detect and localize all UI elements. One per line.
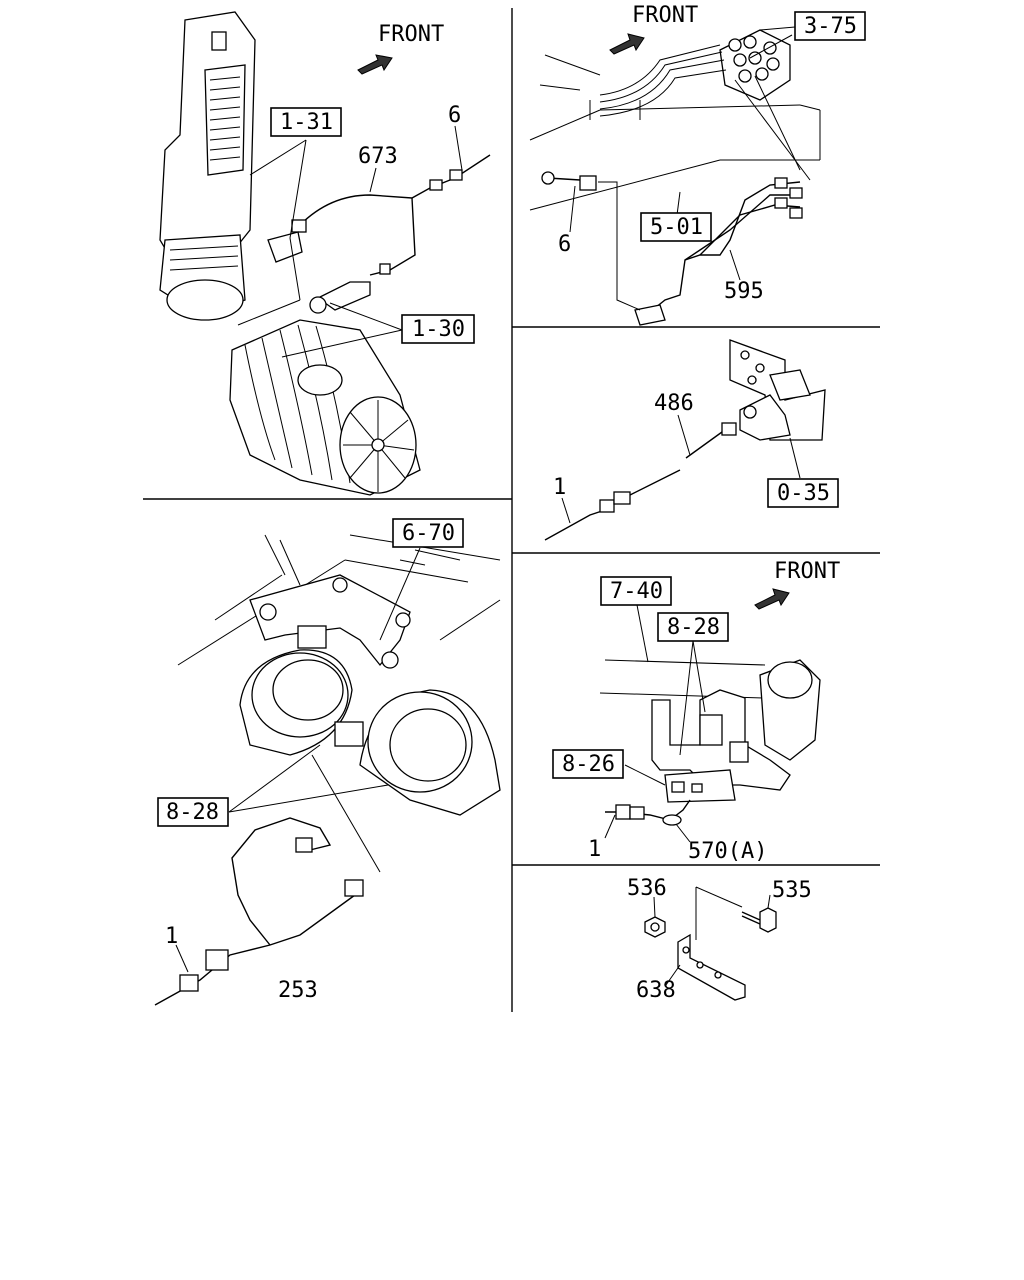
front-label: FRONT: [378, 22, 444, 47]
part-label-595: 595: [724, 279, 764, 304]
harness-486: [544, 431, 723, 541]
horn-bracket: [249, 574, 411, 669]
part-label-1: 1: [553, 475, 566, 500]
ref-box-8-28: 8-28: [157, 797, 229, 827]
part-label-535: 535: [772, 878, 812, 903]
valve-block: [719, 29, 791, 101]
svg-text:3-75: 3-75: [804, 14, 857, 39]
front-label: FRONT: [632, 3, 698, 28]
part-label-638: 638: [636, 978, 676, 1003]
ref-box-1-30: 1-30: [401, 314, 475, 344]
ref-box-7-40: 7-40: [600, 576, 672, 606]
leaders-bottom-right: [653, 886, 771, 986]
part-label-673: 673: [358, 144, 398, 169]
harness-570a: [605, 799, 691, 826]
svg-text:5-01: 5-01: [650, 215, 703, 240]
svg-text:0-35: 0-35: [777, 481, 830, 506]
ref-box-3-75: 3-75: [794, 11, 866, 41]
front-arrow-icon: [357, 54, 393, 75]
part-label-570a: 570(A): [688, 839, 767, 864]
front-label: FRONT: [774, 559, 840, 584]
svg-text:1-30: 1-30: [412, 317, 465, 342]
front-arrow-icon: [609, 33, 645, 55]
panel-bottom-left: 6-70 8-28 1 253: [154, 518, 501, 1006]
part-label-6: 6: [448, 103, 461, 128]
svg-text:8-28: 8-28: [667, 615, 720, 640]
part-label-6: 6: [558, 232, 571, 257]
leaders-bottom-left: [175, 547, 421, 973]
leaders-lower-right: [604, 604, 706, 843]
part-label-253: 253: [278, 978, 318, 1003]
panel-bottom-right: 536 535 638: [627, 876, 812, 1003]
svg-text:7-40: 7-40: [610, 579, 663, 604]
leaders-top-right: [569, 26, 811, 281]
leaders-top-left: [237, 125, 463, 358]
svg-text:1-31: 1-31: [280, 110, 333, 135]
intake-duct: [159, 11, 256, 321]
part-label-536: 536: [627, 876, 667, 901]
svg-text:8-28: 8-28: [166, 800, 219, 825]
panel-mid-right: 0-35 486 1: [544, 339, 839, 541]
ref-box-6-70: 6-70: [392, 518, 464, 548]
leaders-mid-right: [561, 414, 801, 524]
panel-top-left: FRONT: [159, 11, 491, 496]
ref-box-8-26: 8-26: [552, 749, 624, 779]
sensor: [721, 369, 811, 441]
svg-text:8-26: 8-26: [562, 752, 615, 777]
bracket-638: [677, 933, 746, 1001]
ref-box-1-31: 1-31: [270, 107, 342, 137]
panel-dividers: [143, 8, 880, 1012]
horn-left: [239, 625, 353, 756]
part-label-486: 486: [654, 391, 694, 416]
bolt-535: [741, 907, 777, 933]
part-label-1: 1: [165, 924, 178, 949]
air-pipes: [589, 44, 727, 120]
harness-253: [154, 817, 364, 1006]
horn-right: [334, 689, 501, 816]
frame-rail: [599, 659, 766, 699]
ref-box-0-35: 0-35: [767, 478, 839, 508]
mounting-assembly: [651, 659, 821, 803]
harness-595: [541, 171, 803, 326]
ref-box-8-28: 8-28: [657, 612, 729, 642]
part-label-1: 1: [588, 837, 601, 862]
svg-text:6-70: 6-70: [402, 521, 455, 546]
ref-box-5-01: 5-01: [640, 212, 712, 242]
front-arrow-icon: [754, 588, 790, 610]
air-cleaner-housing: [229, 319, 421, 496]
panel-top-right: FRONT: [529, 3, 866, 326]
panel-lower-right: FRONT: [552, 559, 840, 864]
nut-536: [644, 916, 666, 938]
harness-673: [267, 154, 491, 314]
